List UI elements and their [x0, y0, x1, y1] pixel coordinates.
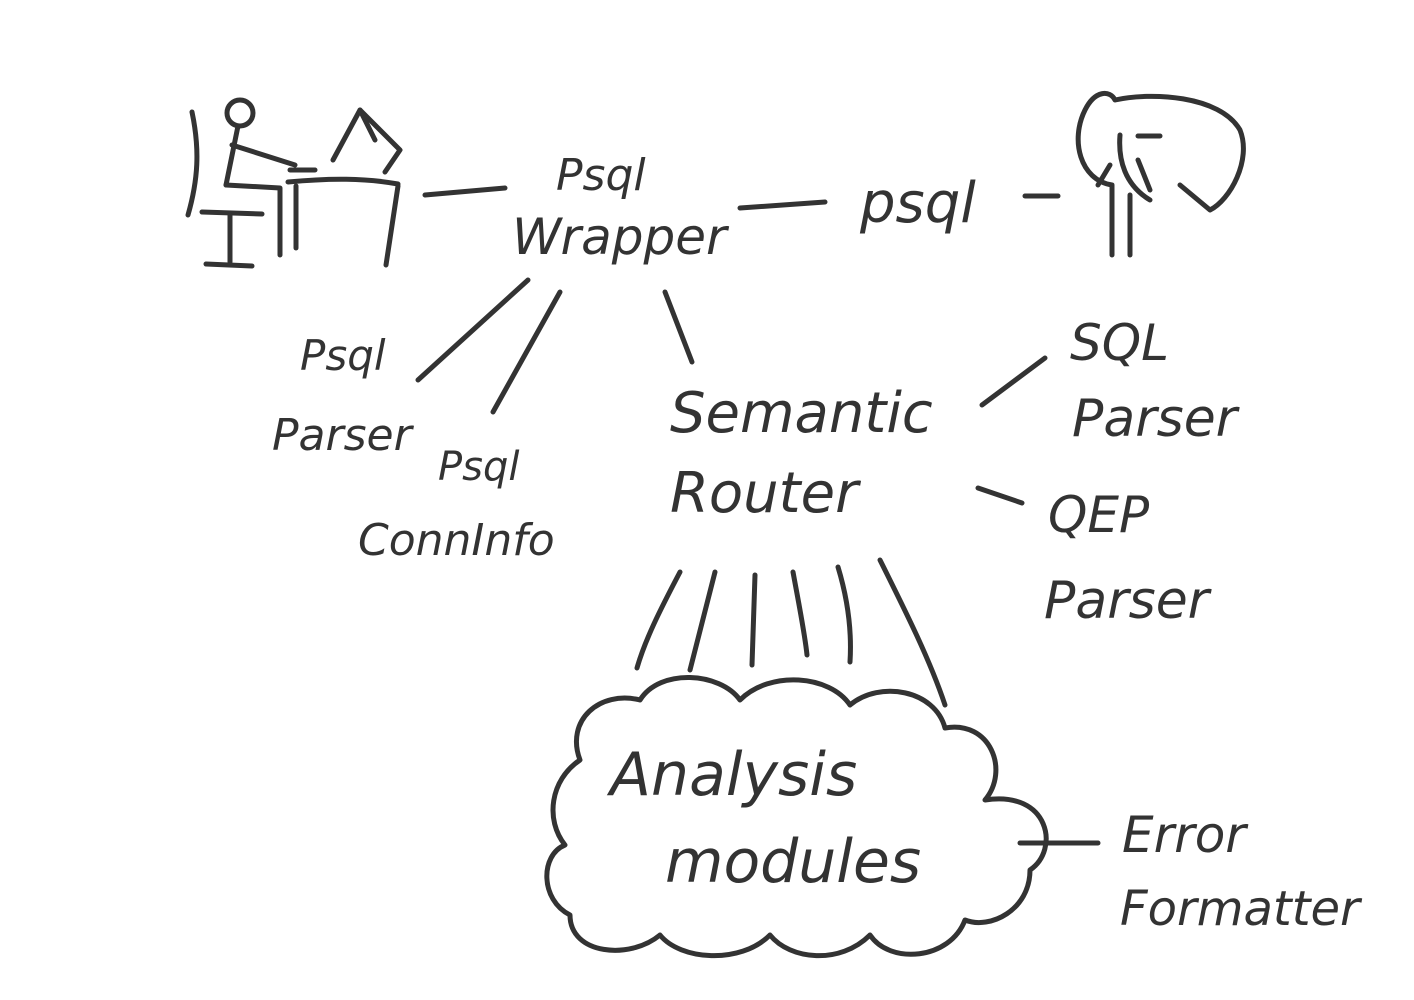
psql-wrapper-line2: Wrapper: [512, 208, 730, 266]
semantic-router-line1: Semantic: [670, 381, 933, 446]
edge-router-analysis-2: [687, 569, 718, 673]
edge-user-wrapper: [422, 185, 508, 198]
node-psql-conninfo: Psql ConnInfo: [358, 444, 555, 566]
node-error-formatter: Error Formatter: [1120, 806, 1363, 937]
node-semantic-router: Semantic Router: [670, 381, 933, 526]
node-psql-parser: Psql Parser: [272, 331, 415, 461]
error-formatter-line1: Error: [1122, 806, 1249, 864]
analysis-modules-line1: Analysis: [606, 740, 857, 810]
psql-parser-line1: Psql: [300, 331, 386, 380]
postgres-elephant-icon: [1075, 91, 1246, 258]
edge-router-sql-parser: [979, 355, 1048, 408]
psql-parser-line2: Parser: [272, 410, 415, 461]
sql-parser-line2: Parser: [1072, 389, 1241, 449]
person-at-computer-icon: [185, 97, 403, 269]
edge-router-analysis-4: [790, 569, 810, 658]
edge-router-analysis-3: [749, 572, 758, 668]
psql-conninfo-line2: ConnInfo: [358, 515, 555, 566]
edge-router-analysis-5: [835, 564, 853, 665]
analysis-modules-cloud: [544, 675, 1049, 959]
edge-wrapper-semantic-router: [662, 289, 695, 365]
edge-router-qep-parser: [975, 485, 1025, 506]
psql-wrapper-line1: Psql: [556, 150, 646, 201]
psql-link-label: psql: [859, 171, 976, 236]
psql-conninfo-line1: Psql: [438, 444, 519, 490]
analysis-modules-line2: modules: [665, 827, 921, 897]
error-formatter-line2: Formatter: [1120, 881, 1363, 937]
node-qep-parser: QEP Parser: [1044, 486, 1213, 631]
qep-parser-line2: Parser: [1044, 571, 1213, 631]
edge-router-analysis-6: [877, 557, 948, 708]
node-psql-wrapper: Psql Wrapper: [512, 150, 730, 266]
node-sql-parser: SQL Parser: [1070, 314, 1241, 449]
edge-wrapper-psql-parser: [415, 277, 531, 383]
edge-router-analysis-1: [634, 569, 683, 671]
edge-wrapper-psql: [737, 199, 828, 211]
semantic-router-line2: Router: [670, 461, 861, 526]
edge-wrapper-psql-conninfo: [490, 289, 563, 415]
node-analysis-modules: Analysis modules: [606, 740, 921, 897]
qep-parser-line1: QEP: [1048, 486, 1150, 544]
connectors: [415, 185, 1101, 846]
sql-parser-line1: SQL: [1070, 314, 1169, 372]
